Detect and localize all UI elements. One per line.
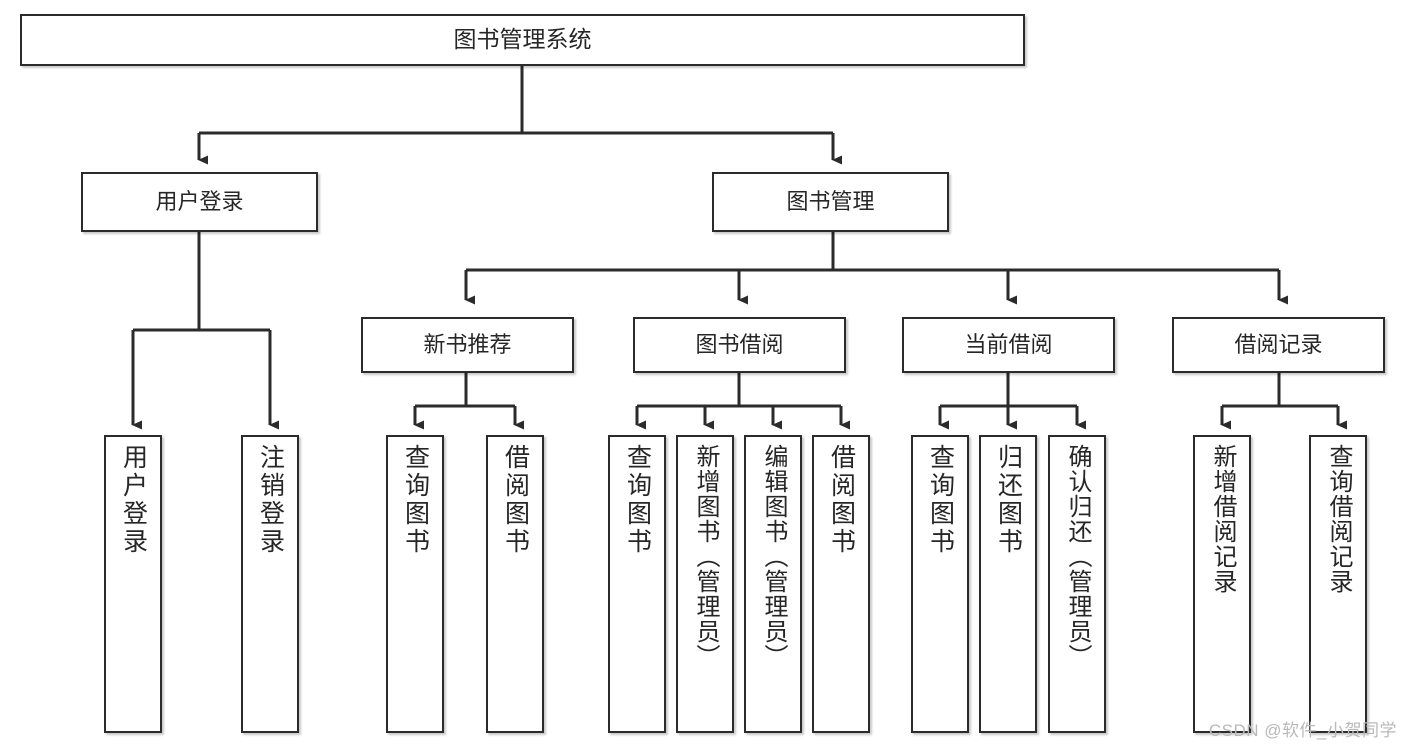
node-label: 查询图书 [623,444,652,556]
node-label: 借阅图书 [827,444,856,556]
leaf-edit-book[interactable]: 编辑图书（管理员） [744,435,802,733]
node-label: 图书管理 [786,189,875,215]
leaf-query-record[interactable]: 查询借阅记录 [1309,435,1367,733]
leaf-confirm-return[interactable]: 确认归还（管理员） [1048,435,1106,733]
node-label: 查询图书 [926,444,955,556]
node-label: 当前借阅 [964,332,1053,358]
node-label: 归还图书 [994,444,1023,556]
node-book-borrow[interactable]: 图书借阅 [633,317,846,373]
node-borrow-record[interactable]: 借阅记录 [1172,317,1385,373]
node-root-book-management-system[interactable]: 图书管理系统 [20,14,1025,66]
node-label: 图书管理系统 [453,26,592,53]
node-label: 注销登录 [256,444,285,556]
node-label: 图书借阅 [695,332,784,358]
node-label: 借阅图书 [501,444,530,556]
node-label: 新增图书（管理员） [692,444,719,669]
node-current-borrow[interactable]: 当前借阅 [902,317,1115,373]
leaf-borrow-book-1[interactable]: 借阅图书 [486,435,544,733]
node-label: 新书推荐 [423,332,512,358]
node-label: 查询借阅记录 [1325,444,1352,594]
node-book-management[interactable]: 图书管理 [712,172,949,232]
node-label: 用户登录 [119,444,148,556]
leaf-user-logout[interactable]: 注销登录 [241,435,299,733]
leaf-query-book-1[interactable]: 查询图书 [386,435,444,733]
leaf-borrow-book-2[interactable]: 借阅图书 [812,435,870,733]
node-label: 编辑图书（管理员） [760,444,787,669]
leaf-query-book-2[interactable]: 查询图书 [608,435,666,733]
leaf-add-book[interactable]: 新增图书（管理员） [676,435,734,733]
node-label: 借阅记录 [1234,332,1323,358]
node-label: 查询图书 [401,444,430,556]
node-user-login[interactable]: 用户登录 [81,172,318,232]
csdn-watermark: CSDN @软件_小贺同学 [1208,721,1397,740]
leaf-return-book[interactable]: 归还图书 [979,435,1037,733]
node-label: 用户登录 [155,189,244,215]
node-label: 确认归还（管理员） [1064,444,1091,669]
node-label: 新增借阅记录 [1209,444,1236,594]
leaf-query-book-3[interactable]: 查询图书 [911,435,969,733]
leaf-user-login[interactable]: 用户登录 [104,435,162,733]
leaf-add-record[interactable]: 新增借阅记录 [1193,435,1251,733]
node-new-book-recommend[interactable]: 新书推荐 [361,317,574,373]
